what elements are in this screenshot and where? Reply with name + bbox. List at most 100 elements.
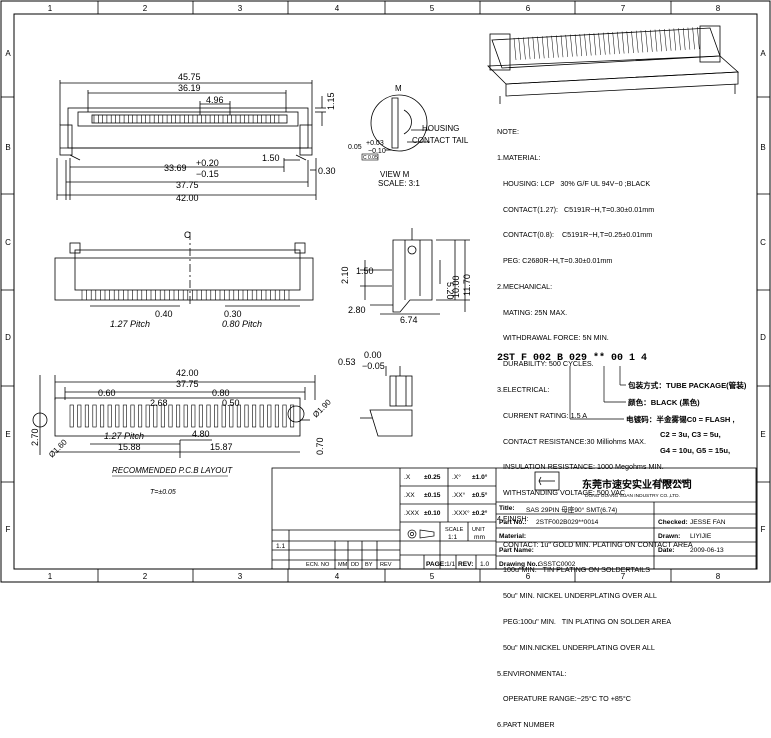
drawing-stroke — [183, 404, 188, 428]
mm-label: MM — [338, 562, 348, 568]
dim-42-00: 42.00 — [176, 193, 199, 203]
tol-plus-0-03: +0.03 — [366, 140, 384, 147]
company-name-en: DONG GUANG SUAN INDUSTRY CO.,LTD. — [585, 493, 680, 499]
note-line-22: OPERATURE RANGE:−25°C TO +85°C — [497, 694, 631, 704]
drawing-stroke — [252, 404, 257, 428]
title-label: Title: — [499, 505, 515, 512]
drawing-stroke — [532, 36, 536, 59]
dim-42-00-b: 42.00 — [176, 368, 199, 378]
drawing-stroke — [626, 31, 630, 54]
col-label-1: 1 — [48, 4, 53, 13]
drawing-stroke — [267, 404, 272, 428]
pcb-dims: 42.00 37.75 0.60 0.80 2.68 0.50 1.27 Pit… — [30, 368, 333, 496]
drawing-stroke — [687, 27, 691, 50]
dim-0-00: 0.00 — [364, 350, 382, 360]
pitch-1-27: 1.27 Pitch — [110, 319, 150, 329]
col-label-4: 4 — [335, 4, 340, 13]
part-no-value: 2STF002B029**0014 — [536, 519, 599, 526]
pcb-layout — [32, 375, 316, 458]
drawing-stroke — [138, 404, 143, 428]
col-label-7b: 7 — [621, 572, 626, 581]
col-label-3: 3 — [238, 4, 243, 13]
scale-value: 1:1 — [448, 534, 457, 541]
zone-labels: 1 2 3 4 5 6 7 8 1 2 3 4 5 6 7 8 A B C D … — [5, 4, 766, 581]
dim-11-70: 11.70 — [462, 274, 472, 296]
note-line-6: 2.MECHANICAL: — [497, 281, 553, 291]
dim-6-74: 6.74 — [400, 315, 418, 325]
tol-row-3-lin-v: ±0.10 — [424, 510, 441, 517]
note-line-21: 5.ENVIRONMENTAL: — [497, 668, 567, 678]
drawing-stroke — [565, 34, 568, 57]
note-line-5: PEG: C2680R−H,T=0.30±0.01mm — [497, 256, 613, 266]
dim-4-80: 4.80 — [192, 429, 210, 439]
note-line-16: CONTACT: 1u" GOLD MIN. PLATING ON CONTAC… — [497, 539, 693, 549]
ecn-label: ECN. NO — [306, 562, 330, 568]
row-label-a-r: A — [760, 49, 766, 58]
note-line-11: CURRENT RATING: 1.5 A — [497, 410, 587, 420]
drawing-stroke — [160, 404, 165, 428]
drawing-stroke — [198, 404, 203, 428]
tol-row-1-ang-v: ±1.0° — [472, 473, 488, 481]
drawing-stroke — [579, 34, 583, 57]
dim-0-05: 0.05 — [348, 144, 362, 151]
drawing-stroke — [598, 32, 601, 55]
col-label-2: 2 — [143, 4, 148, 13]
note-line-20: 50u" MIN.NICKEL UNDERPLATING OVER ALL — [497, 642, 655, 652]
note-line-1: 1.MATERIAL: — [497, 152, 541, 162]
date-value: 2009-06-13 — [690, 547, 724, 554]
drawing-stroke — [537, 36, 540, 59]
tail-detail — [360, 366, 413, 437]
drawing-stroke — [668, 28, 672, 51]
note-line-4: CONTACT(0.8): C5191R−H,T=0.25±0.01mm — [497, 230, 653, 240]
note-line-8: WITHDRAWAL FORCE: 5N MIN. — [497, 333, 609, 343]
tol-minus-0-10: −0.10 — [368, 148, 386, 155]
rev-value: 1.0 — [480, 561, 489, 568]
drawing-stroke — [130, 404, 135, 428]
drawing-canvas: 1 2 3 4 5 6 7 8 1 2 3 4 5 6 7 8 A B C D … — [0, 0, 771, 583]
drawing-stroke — [259, 404, 264, 428]
drawing-stroke — [274, 404, 279, 428]
note-line-9: DURABILITY: 500 CYCLES. — [497, 359, 594, 369]
drawing-stroke — [229, 404, 234, 428]
label-contact-tail: CONTACT TAIL — [412, 136, 469, 145]
row-label-a: A — [5, 49, 11, 58]
note-line-15: 4.FINISH: — [497, 513, 529, 523]
part-name-label: Part Name: — [499, 547, 534, 554]
drawing-stroke — [176, 404, 181, 428]
pcb-tolerance: T=±0.05 — [150, 489, 176, 496]
col-label-5b: 5 — [430, 572, 435, 581]
row-label-c: C — [5, 238, 11, 247]
dim-0-30-a: 0.30 — [318, 166, 336, 176]
dim-37-75: 37.75 — [176, 180, 199, 190]
note-line-17: 100u"MIN. TIN PLATING ON SOLDERTAILS — [497, 565, 650, 575]
row-label-b-r: B — [760, 143, 765, 152]
drawing-stroke — [518, 37, 521, 60]
page-label: PAGE: — [426, 561, 446, 568]
part-number-color: 颜色：BLACK (黑色) — [628, 398, 700, 407]
drawing-no-value: GSSTC0002 — [538, 561, 576, 568]
drawing-stroke — [692, 27, 695, 50]
dim-minus-0-05: −0.05 — [362, 361, 385, 371]
datum-ref-box: C 0.05 — [363, 155, 378, 161]
drawing-stroke — [621, 31, 625, 54]
tol-row-1-lin-v: ±0.25 — [424, 474, 441, 481]
drawing-stroke — [290, 404, 295, 428]
tol-row-1-ang: .X° — [452, 473, 461, 481]
dim-0-30-b: 0.30 — [224, 309, 242, 319]
drawn-value: LIYIJIE — [690, 533, 712, 540]
dim-36-19: 36.19 — [178, 83, 201, 93]
drawing-stroke — [191, 404, 196, 428]
drawing-stroke — [551, 35, 554, 58]
dim-0-50: 0.50 — [222, 398, 240, 408]
zone-ticks — [1, 1, 770, 582]
drawing-stroke — [541, 36, 545, 59]
col-label-7: 7 — [621, 4, 626, 13]
row-label-e: E — [5, 430, 10, 439]
rev-label: REV: — [458, 561, 473, 568]
company-name-cn: 东莞市速安实业有限公司 — [582, 478, 692, 491]
drawing-stroke — [617, 31, 620, 54]
drawing-stroke — [145, 404, 150, 428]
dim-2-70: 2.70 — [30, 428, 40, 446]
drawing-stroke — [560, 35, 564, 58]
col-label-8b: 8 — [716, 572, 721, 581]
